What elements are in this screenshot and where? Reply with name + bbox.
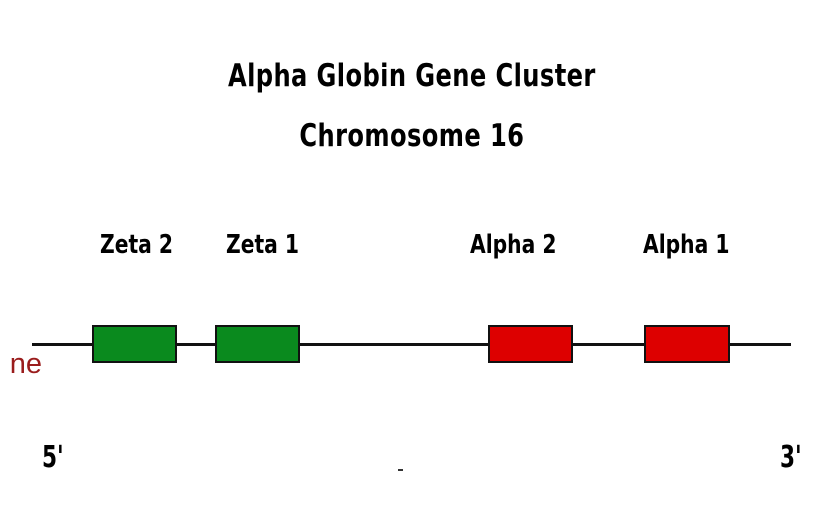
center-dot-mark [398, 469, 403, 471]
five-prime-end-label: 5' [42, 440, 64, 475]
gene-label-alpha-1: Alpha 1 [643, 230, 730, 260]
diagram-title-line-2: Chromosome 16 [299, 118, 525, 154]
diagram-title-line-1: Alpha Globin Gene Cluster [227, 58, 596, 94]
cropped-text-fragment: ne [9, 348, 42, 380]
gene-box-alpha-2 [488, 325, 573, 363]
gene-box-zeta-1 [215, 325, 300, 363]
gene-label-alpha-2: Alpha 2 [470, 230, 557, 260]
dna-strand-line [32, 343, 791, 346]
three-prime-end-label: 3' [780, 440, 802, 475]
gene-label-zeta-1: Zeta 1 [226, 230, 300, 260]
gene-label-zeta-2: Zeta 2 [100, 230, 174, 260]
gene-box-zeta-2 [92, 325, 177, 363]
gene-box-alpha-1 [644, 325, 730, 363]
